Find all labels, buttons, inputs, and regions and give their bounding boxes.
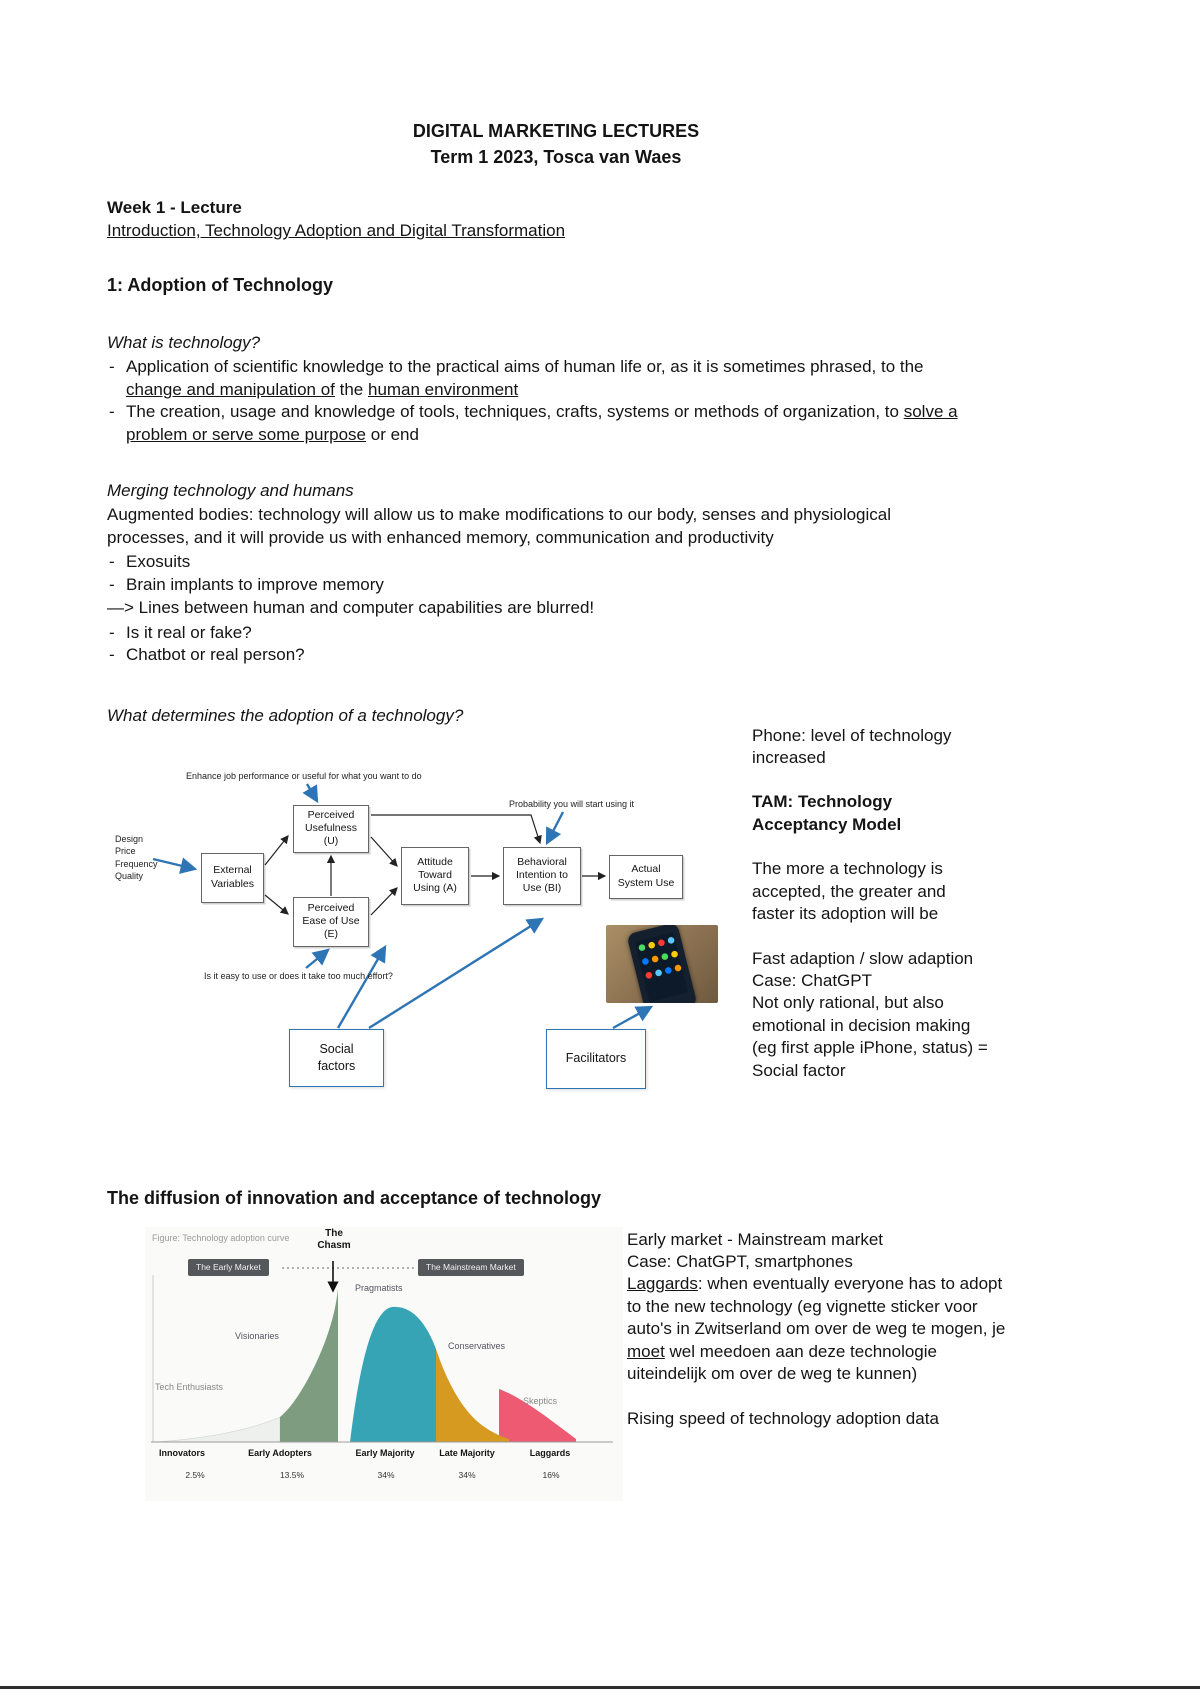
text-run: Exosuits — [126, 552, 191, 572]
doc-subtitle: Term 1 2023, Tosca van Waes — [430, 147, 682, 168]
note-tam-heading: TAM: Technology Acceptancy Model — [752, 792, 902, 834]
early-market-badge: The Early Market — [188, 1258, 269, 1276]
note-rational: Not only rational, but also emotional in… — [752, 993, 988, 1080]
tam-arrows-svg — [152, 782, 654, 1029]
box-perceived-ease: Perceived Ease of Use (E) — [293, 896, 369, 947]
laggards-paragraph: Laggards: when eventually everyone has t… — [627, 1273, 1007, 1385]
list-item: Application of scientific knowledge to t… — [107, 356, 959, 401]
box-facilitators: Facilitators — [546, 1028, 646, 1089]
segment-label-pragmatists: Pragmatists — [355, 1282, 403, 1293]
segment-label-conservatives: Conservatives — [448, 1340, 506, 1351]
tam-diagram: Enhance job performance or useful for wh… — [101, 757, 765, 1125]
pct-label-early-adopters: 13.5% — [279, 1469, 305, 1480]
list-item: Chatbot or real person? — [107, 644, 959, 667]
note-rising-speed: Rising speed of technology adoption data — [627, 1408, 939, 1428]
adoption-question-heading: What determines the adoption of a techno… — [107, 705, 464, 725]
phone-photo — [606, 924, 718, 1003]
diffusion-notes-column: Early market - Mainstream market Case: C… — [627, 1229, 1007, 1431]
text-run: Application of scientific knowledge to t… — [126, 357, 924, 377]
text-run-underlined: change and manipulation of — [126, 379, 335, 399]
text-run: Chatbot or real person? — [126, 645, 305, 665]
adoption-curve-figure: Figure: Technology adoption curve The Ch… — [145, 1226, 623, 1501]
document-content: DIGITAL MARKETING LECTURES Term 1 2023, … — [0, 0, 1200, 1539]
axis-label-innovators: Innovators — [158, 1447, 206, 1458]
real-fake-list: Is it real or fake? Chatbot or real pers… — [107, 622, 959, 667]
adoption-curve-svg — [151, 1260, 613, 1442]
segment-label-skeptics: Skeptics — [523, 1395, 558, 1406]
list-item: Is it real or fake? — [107, 622, 959, 645]
segment-label-visionaries: Visionaries — [235, 1330, 279, 1341]
box-behavioral-intention: Behavioral Intention to Use (BI) — [503, 846, 581, 905]
document-header: DIGITAL MARKETING LECTURES Term 1 2023, … — [107, 118, 1005, 170]
text-run: Brain implants to improve memory — [126, 574, 384, 594]
text-run: or end — [366, 424, 419, 444]
diffusion-heading: The diffusion of innovation and acceptan… — [107, 1187, 602, 1208]
tam-annotation-variables: Design Price Frequency Quality — [115, 833, 158, 882]
text-run-underlined: moet — [627, 1341, 665, 1361]
tam-annotation-top: Enhance job performance or useful for wh… — [186, 770, 422, 781]
note-fast: Fast adaption / slow adaption — [752, 948, 974, 968]
week-heading: Week 1 - Lecture — [107, 198, 242, 218]
box-social-factors: Social factors — [289, 1028, 384, 1087]
box-external-variables: External Variables — [201, 852, 264, 903]
text-run: The creation, usage and knowledge of too… — [126, 402, 904, 422]
list-item: The creation, usage and knowledge of too… — [107, 401, 959, 446]
doc-title: DIGITAL MARKETING LECTURES — [412, 121, 700, 141]
axis-label-laggards: Laggards — [529, 1447, 571, 1458]
note-accepted: The more a technology is accepted, the g… — [752, 859, 946, 924]
box-perceived-usefulness: Perceived Usefulness (U) — [293, 804, 369, 853]
axis-label-early-adopters: Early Adopters — [248, 1447, 312, 1458]
list-item: Exosuits — [107, 551, 959, 574]
text-run: the — [334, 379, 368, 399]
text-run: wel meedoen aan deze technologie uiteind… — [627, 1341, 937, 1384]
section-heading-adoption: 1: Adoption of Technology — [107, 275, 333, 296]
text-run-underlined: solve a problem or serve some purpose — [126, 402, 958, 444]
box-actual-system-use: Actual System Use — [609, 854, 683, 899]
chasm-label: The Chasm — [317, 1227, 351, 1251]
week-subheading: Introduction, Technology Adoption and Di… — [107, 221, 566, 241]
note-case-chatgpt: Case: ChatGPT, smartphones — [627, 1251, 853, 1271]
phone-screen — [634, 931, 689, 1002]
note-case: Case: ChatGPT — [752, 971, 872, 990]
pct-label-early-majority: 34% — [377, 1469, 395, 1480]
text-run: : when eventually everyone has to adopt … — [627, 1274, 1006, 1339]
segment-label-tech-enthusiasts: Tech Enthusiasts — [155, 1381, 224, 1392]
what-is-technology-list: Application of scientific knowledge to t… — [107, 356, 959, 446]
tam-section: What determines the adoption of a techno… — [107, 705, 1005, 1179]
axis-label-early-majority: Early Majority — [355, 1447, 415, 1458]
note-adaption-block: Fast adaption / slow adaption Case: Chat… — [752, 948, 992, 1083]
merging-heading: Merging technology and humans — [107, 481, 354, 500]
tam-annotation-probability: Probability you will start using it — [509, 798, 635, 809]
what-is-technology-heading: What is technology? — [107, 332, 261, 352]
mainstream-market-badge: The Mainstream Market — [418, 1258, 524, 1276]
note-early-mainstream: Early market - Mainstream market — [627, 1229, 883, 1249]
text-run: Is it real or fake? — [126, 622, 252, 642]
page-bottom-rule — [0, 1686, 1200, 1689]
week-block: Week 1 - Lecture Introduction, Technolog… — [107, 197, 1005, 243]
note-phone: Phone: level of technology increased — [752, 725, 952, 767]
text-run-underlined: human environment — [367, 379, 519, 399]
text-run-underlined: Laggards — [627, 1274, 698, 1294]
pct-label-late-majority: 34% — [458, 1469, 476, 1480]
pct-label-innovators: 2.5% — [185, 1469, 205, 1480]
phone-body — [626, 924, 698, 1003]
diffusion-section: The diffusion of innovation and acceptan… — [107, 1187, 1005, 1539]
list-item: Brain implants to improve memory — [107, 574, 959, 597]
pct-label-laggards: 16% — [542, 1469, 560, 1480]
axis-label-late-majority: Late Majority — [439, 1447, 495, 1458]
merging-intro: Augmented bodies: technology will allow … — [107, 505, 892, 547]
tam-notes-column: Phone: level of technology increased TAM… — [752, 725, 992, 1083]
blurred-line-note: —> Lines between human and computer capa… — [107, 598, 595, 618]
merging-list: Exosuits Brain implants to improve memor… — [107, 551, 959, 596]
tam-annotation-ease: Is it easy to use or does it take too mu… — [204, 970, 393, 981]
figure-caption: Figure: Technology adoption curve — [152, 1232, 290, 1243]
box-attitude: Attitude Toward Using (A) — [401, 846, 469, 905]
